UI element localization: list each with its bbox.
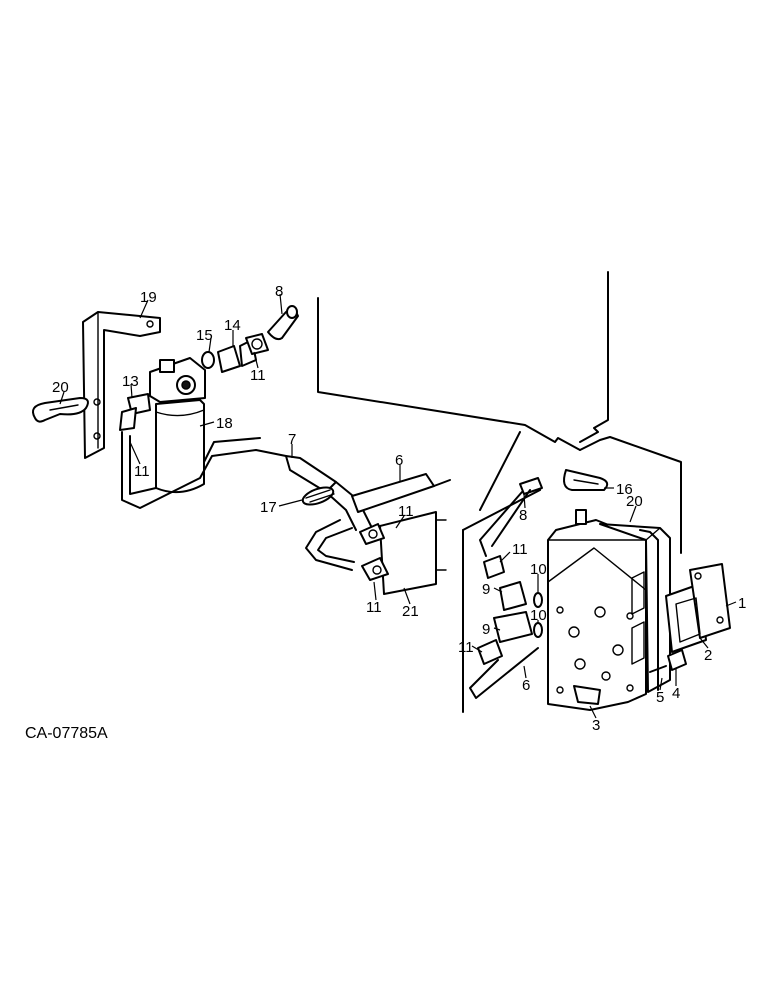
cable-clamp — [563, 469, 609, 491]
callout-21: 21 — [402, 603, 419, 620]
callout-6-upper: 6 — [395, 452, 403, 469]
callout-12: 13 — [122, 373, 139, 390]
callout-18: 19 — [140, 289, 157, 306]
callout-1: 1 — [738, 595, 746, 612]
callout-2: 2 — [704, 647, 712, 664]
mounting-bracket — [82, 311, 161, 459]
callout-10-upper: 10 — [530, 561, 547, 578]
inlet-fittings — [201, 305, 299, 373]
callout-5: 5 — [656, 689, 664, 706]
callout-13: 14 — [224, 317, 241, 334]
callout-11-top: 11 — [250, 367, 266, 384]
callout-3: 3 — [592, 717, 600, 734]
callout-11-cooler: 11 — [398, 503, 414, 520]
callout-11-right-upper: 11 — [512, 541, 528, 558]
hose-clip — [32, 397, 89, 423]
oil-cooler — [359, 511, 447, 595]
valve-housing — [547, 509, 671, 711]
right-hoses — [469, 477, 543, 699]
callout-9-lower: 9 — [482, 621, 490, 638]
valve-fittings — [477, 555, 543, 665]
callout-8-upper: 8 — [275, 283, 283, 300]
callout-10-lower: 10 — [530, 607, 547, 624]
callout-6-lower: 6 — [522, 677, 530, 694]
callout-14: 15 — [196, 327, 213, 344]
callout-20: 20 — [626, 493, 643, 510]
callout-7: 7 — [288, 431, 296, 448]
callout-4: 4 — [672, 685, 680, 702]
hose-lines — [121, 431, 451, 571]
callout-9-upper: 9 — [482, 581, 490, 598]
filter-assembly — [119, 357, 206, 494]
callout-17: 18 — [216, 415, 233, 432]
callout-15: 16 — [616, 481, 633, 498]
callout-11-right-lower: 11 — [458, 639, 474, 656]
callout-8-lower: 8 — [519, 507, 527, 524]
hose-clamp — [301, 486, 335, 506]
callout-labels: 19 8 14 15 11 13 20 18 11 7 6 17 11 11 2… — [52, 283, 746, 734]
bolts — [649, 649, 687, 673]
callout-16: 17 — [260, 499, 277, 516]
callout-11-left: 11 — [134, 463, 150, 480]
cover-plate — [665, 563, 731, 653]
callout-19: 20 — [52, 379, 69, 396]
leader-lines — [59, 293, 737, 719]
drawing-code: CA-07785A — [25, 725, 108, 742]
section-break-lines — [317, 271, 682, 713]
callout-11-lower: 11 — [366, 599, 382, 616]
